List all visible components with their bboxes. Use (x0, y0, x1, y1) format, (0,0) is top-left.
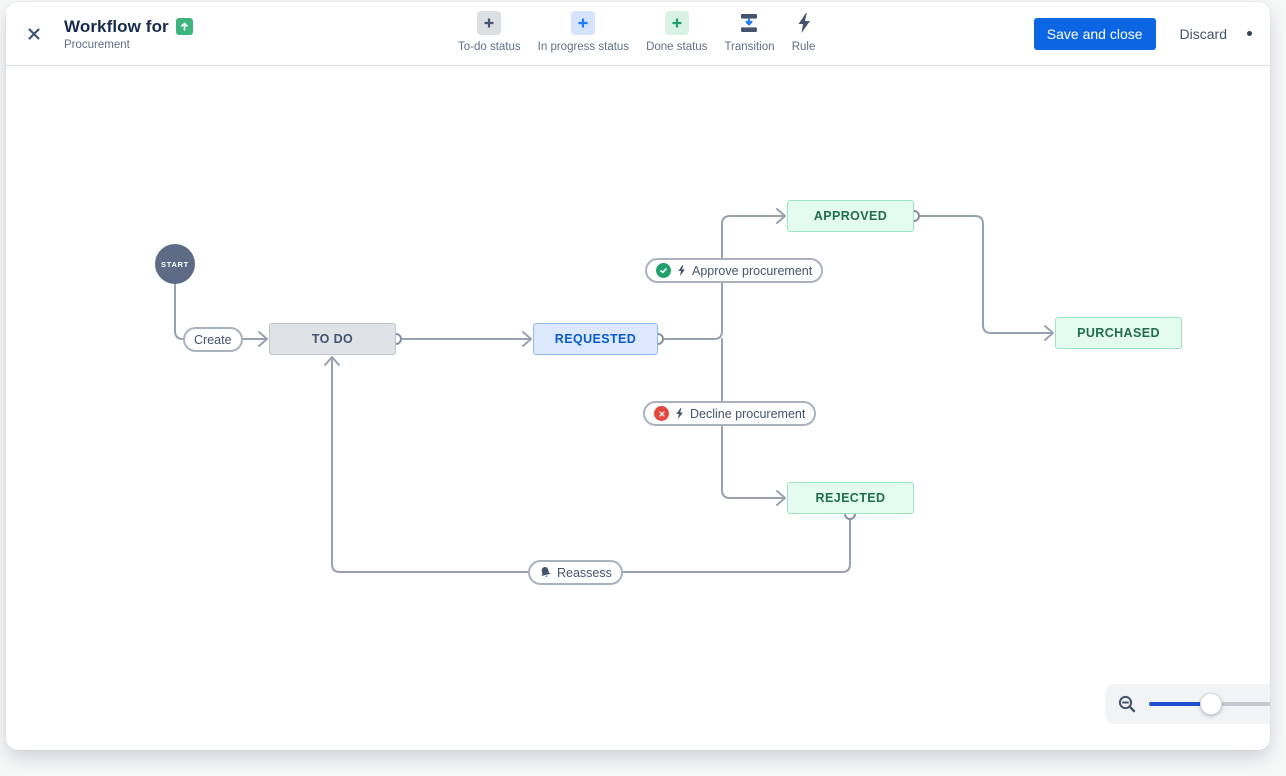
bell-icon (538, 565, 554, 581)
editor-toolbar: To-do status In progress status Done sta… (458, 11, 816, 53)
workflow-subtitle: Procurement (64, 38, 130, 51)
zoom-control-panel (1105, 684, 1270, 724)
status-node-requested[interactable]: REQUESTED (533, 323, 658, 355)
edge-decline-arrowhead (776, 490, 786, 506)
transition-pill-create[interactable]: Create (183, 327, 243, 352)
editor-header: Workflow for Procurement To-do status In… (6, 2, 1270, 66)
status-node-rejected[interactable]: REJECTED (787, 482, 914, 514)
check-circle-icon (656, 263, 671, 278)
start-node[interactable]: START (155, 244, 195, 284)
lightning-icon (792, 11, 816, 35)
transition-pill-reassess[interactable]: Reassess (528, 560, 623, 585)
edge-create (174, 283, 267, 340)
edge-todo-requested-arrowhead (522, 331, 532, 347)
edges-layer (174, 208, 1054, 573)
transition-icon (737, 11, 761, 35)
transition-pill-decline-procurement[interactable]: Decline procurement (643, 401, 817, 426)
edge-reassess (331, 357, 851, 573)
edge-reassess-arrowhead (324, 356, 340, 366)
transition-label: Decline procurement (690, 406, 806, 421)
status-node-purchased[interactable]: PURCHASED (1055, 317, 1182, 349)
title-block: Workflow for Procurement (64, 17, 193, 51)
status-node-approved[interactable]: APPROVED (787, 200, 914, 232)
transition-label: Create (194, 332, 232, 347)
edge-create-arrowhead (258, 331, 268, 347)
zoom-slider[interactable] (1149, 693, 1270, 715)
workflow-canvas[interactable]: START TO DO REQUESTED APPROVED PURCHASED… (6, 66, 1270, 749)
scroll-indicator-dot (1247, 31, 1252, 36)
add-rule-button[interactable]: Rule (792, 11, 816, 53)
add-done-status-button[interactable]: Done status (646, 11, 707, 53)
zoom-slider-track (1211, 702, 1270, 706)
rule-lightning-icon (674, 407, 685, 420)
edge-decline (721, 338, 785, 499)
transition-label: Approve procurement (692, 263, 813, 278)
plus-todo-icon (477, 11, 502, 35)
add-inprogress-status-button[interactable]: In progress status (538, 11, 629, 53)
edge-approved-purchased-arrowhead (1044, 325, 1054, 341)
header-actions: Save and close Discard (1033, 17, 1252, 50)
close-button[interactable] (18, 18, 50, 50)
close-icon (26, 26, 42, 42)
zoom-out-icon (1117, 694, 1137, 714)
status-node-todo[interactable]: TO DO (269, 323, 396, 355)
workflow-editor-window: Workflow for Procurement To-do status In… (6, 2, 1270, 750)
x-circle-icon (654, 406, 669, 421)
transition-label: Reassess (557, 565, 612, 580)
transition-pill-approve-procurement[interactable]: Approve procurement (645, 258, 824, 283)
add-transition-button[interactable]: Transition (724, 11, 775, 53)
discard-button[interactable]: Discard (1179, 25, 1227, 42)
rule-lightning-icon (676, 264, 687, 277)
zoom-out-button[interactable] (1117, 694, 1137, 714)
issue-type-up-arrow-icon (175, 18, 193, 35)
add-todo-status-button[interactable]: To-do status (458, 11, 521, 53)
edge-approve-arrowhead (776, 208, 786, 224)
save-and-close-button[interactable]: Save and close (1033, 17, 1156, 50)
plus-inprogress-icon (571, 11, 596, 35)
zoom-slider-thumb[interactable] (1200, 693, 1222, 715)
edge-approved-purchased (913, 215, 1053, 334)
zoom-slider-fill (1149, 702, 1211, 706)
page-title: Workflow for (64, 16, 169, 36)
plus-done-icon (664, 11, 689, 35)
